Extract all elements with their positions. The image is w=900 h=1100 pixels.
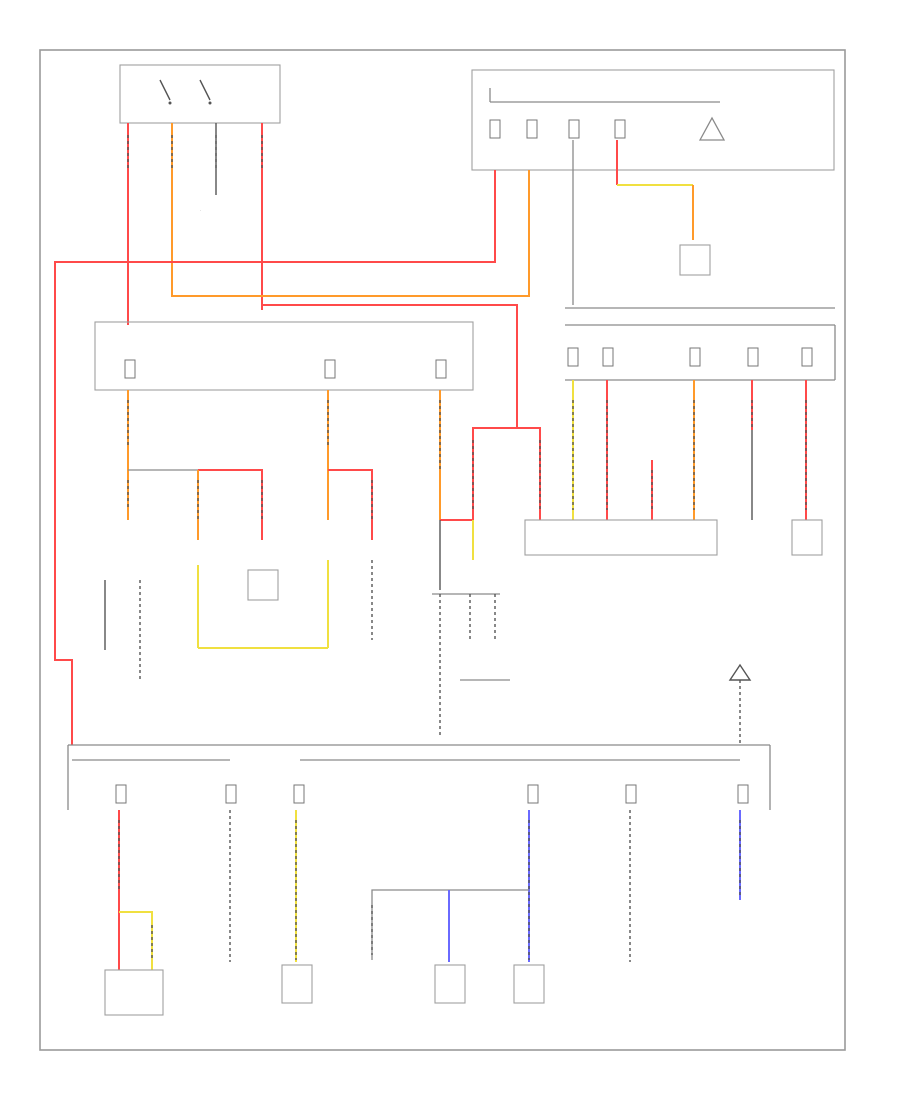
fuse-panel-middle-left xyxy=(94,321,474,391)
ignition-wires: · xyxy=(127,123,263,325)
left-circuits xyxy=(104,390,373,680)
lower-bus xyxy=(67,663,771,810)
fuse-panel-top-right xyxy=(471,69,835,171)
right-circuits xyxy=(524,380,823,556)
diagram-border xyxy=(39,49,846,1051)
svg-text:·: · xyxy=(200,209,201,213)
feed-wires xyxy=(54,140,711,745)
fuse-panel-middle-right xyxy=(565,307,836,381)
lower-circuits xyxy=(104,810,741,1016)
ignition-switch xyxy=(119,64,281,124)
center-circuits xyxy=(432,390,541,735)
